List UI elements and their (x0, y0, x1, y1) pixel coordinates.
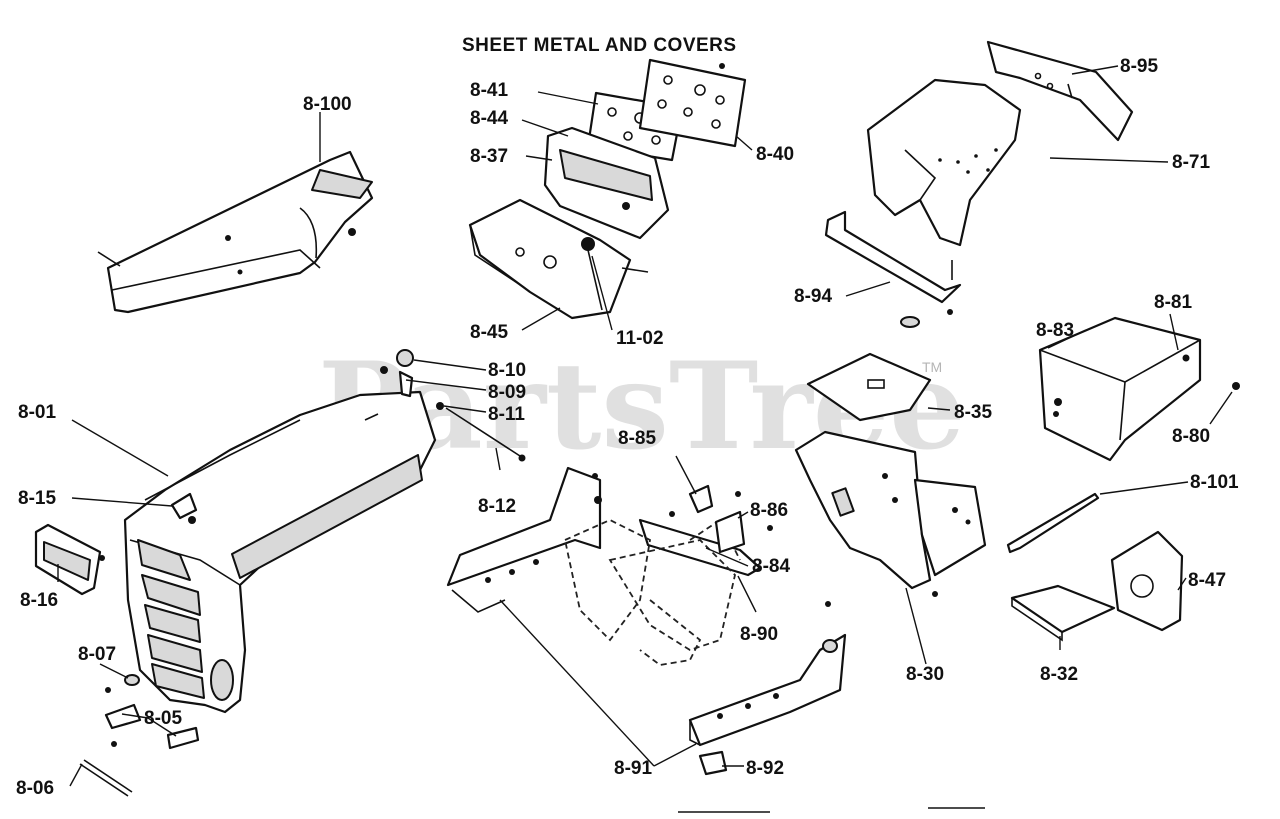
hood-hardware-part (79, 674, 200, 797)
support-bracket-part (824, 210, 962, 328)
label-8-30: 8-30 (906, 664, 944, 685)
callout-labels: 8-100 8-41 8-44 8-37 8-40 8-45 11-02 8-9… (16, 56, 1239, 799)
label-8-90: 8-90 (740, 624, 778, 645)
label-8-16: 8-16 (20, 590, 58, 611)
label-8-83: 8-83 (1036, 320, 1074, 341)
label-8-09: 8-09 (488, 382, 526, 403)
label-8-37: 8-37 (470, 146, 508, 167)
cover-plate-part (806, 352, 932, 422)
label-8-41: 8-41 (470, 80, 508, 101)
hood-rod-part (380, 349, 526, 462)
base-pan-part (468, 198, 649, 320)
footrest-part (446, 466, 847, 776)
diagram-title: SHEET METAL AND COVERS (462, 35, 737, 56)
label-8-95: 8-95 (1120, 56, 1158, 77)
label-8-15: 8-15 (18, 488, 56, 509)
label-8-40: 8-40 (756, 144, 794, 165)
label-8-71: 8-71 (1172, 152, 1210, 173)
label-8-85: 8-85 (618, 428, 656, 449)
label-8-05: 8-05 (144, 708, 182, 729)
battery-box-part (1038, 316, 1240, 462)
grille-emblem-part (34, 523, 105, 596)
label-8-07: 8-07 (78, 644, 116, 665)
label-8-100: 8-100 (303, 94, 352, 115)
label-8-101: 8-101 (1190, 472, 1239, 493)
label-8-44: 8-44 (470, 108, 508, 129)
leader-lines (57, 65, 1233, 787)
label-8-92: 8-92 (746, 758, 784, 779)
label-8-94: 8-94 (794, 286, 832, 307)
label-8-12: 8-12 (478, 496, 516, 517)
label-8-81: 8-81 (1154, 292, 1192, 313)
scan-artifact-lines (678, 807, 985, 813)
bottom-tray-part (1010, 584, 1116, 642)
label-8-47: 8-47 (1188, 570, 1226, 591)
label-8-35: 8-35 (954, 402, 992, 423)
frame-assembly-part (794, 430, 987, 597)
trim-strip-part (1006, 492, 1100, 554)
dash-housing-part (543, 126, 670, 240)
label-8-45: 8-45 (470, 322, 508, 343)
label-8-06: 8-06 (16, 778, 54, 799)
label-8-32: 8-32 (1040, 664, 1078, 685)
label-8-10: 8-10 (488, 360, 526, 381)
label-8-11: 8-11 (488, 404, 525, 425)
label-8-01: 8-01 (18, 402, 56, 423)
side-panel-part (97, 150, 374, 314)
label-8-84: 8-84 (752, 556, 790, 577)
label-8-91: 8-91 (614, 758, 652, 779)
hood-part (123, 390, 437, 714)
label-8-80: 8-80 (1172, 426, 1210, 447)
label-11-02: 11-02 (616, 328, 664, 349)
hood-top-part (866, 40, 1134, 247)
trademark-mark: TM (922, 359, 942, 375)
pedal-hardware-part (592, 473, 773, 554)
label-8-86: 8-86 (750, 500, 788, 521)
mounting-plate-part (1110, 530, 1184, 632)
